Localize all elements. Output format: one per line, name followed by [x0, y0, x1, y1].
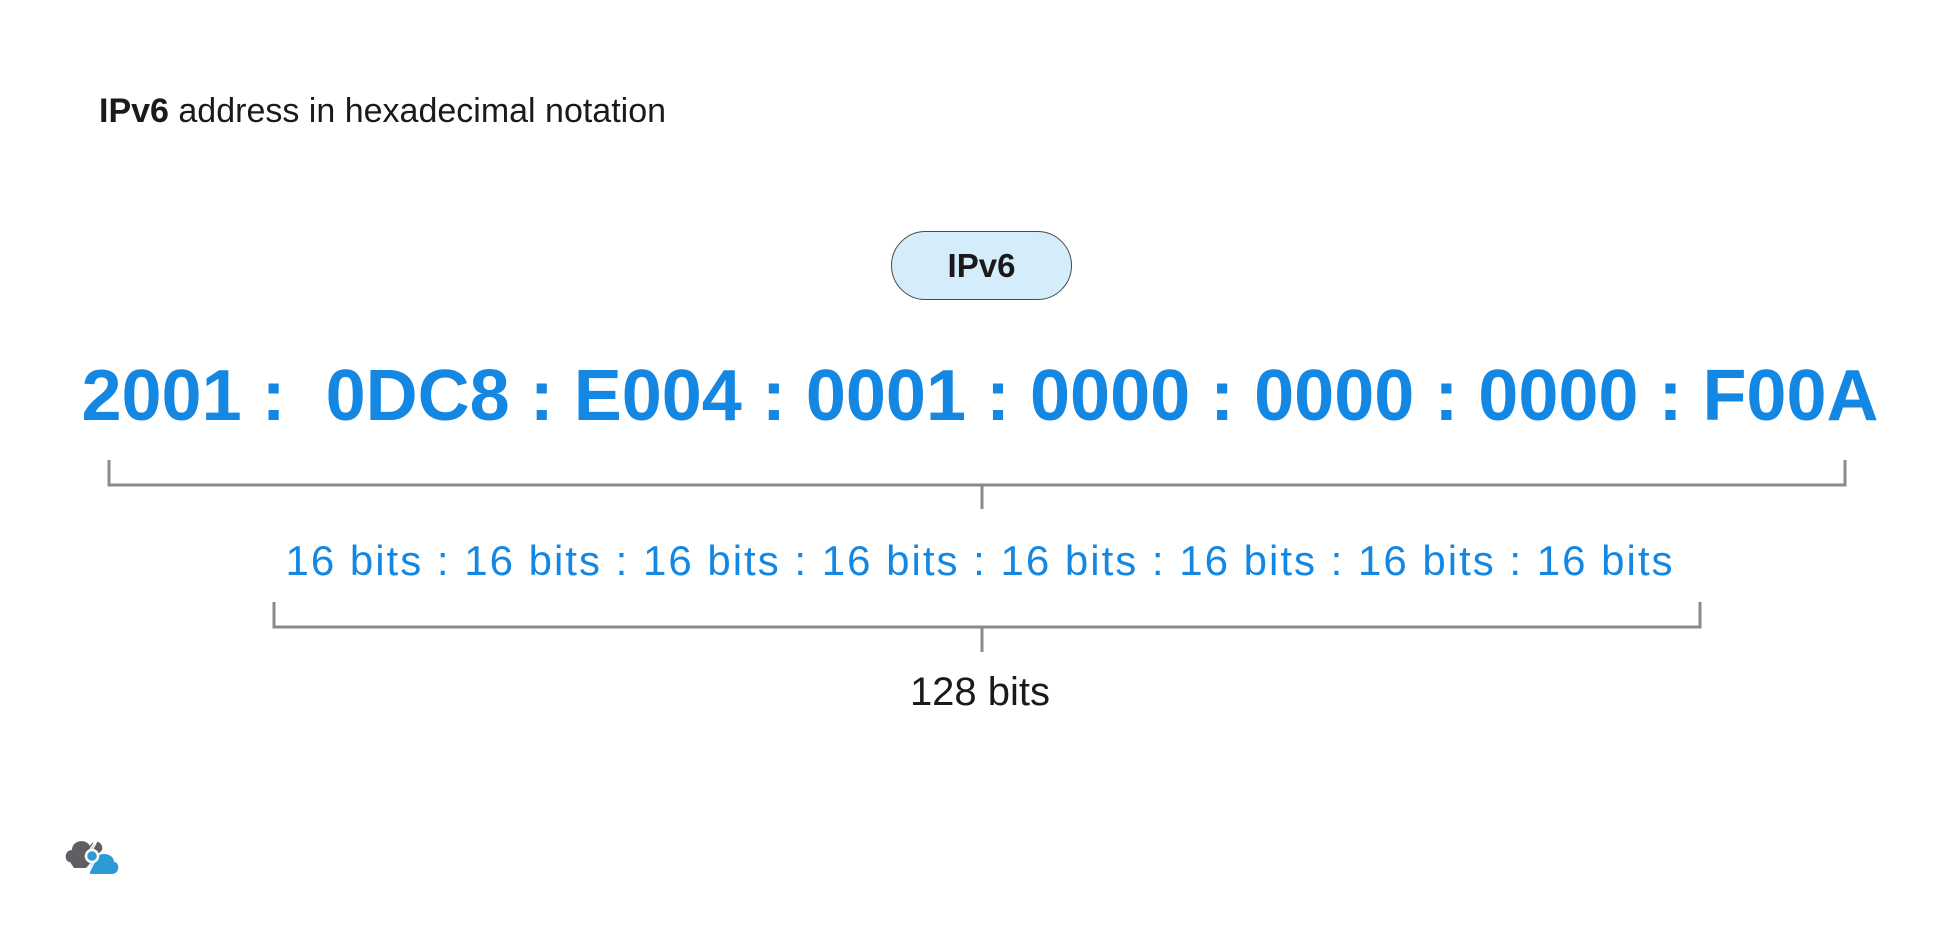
- bit-segments: 16 bits : 16 bits : 16 bits : 16 bits : …: [285, 537, 1675, 584]
- cloud-lightning-logo-icon: [62, 822, 124, 889]
- title-rest: address in hexadecimal notation: [168, 92, 667, 130]
- total-bits-label: 128 bits: [909, 670, 1051, 714]
- ipv6-badge: IPv6: [891, 231, 1072, 300]
- title-bold-part: IPv6: [99, 92, 169, 130]
- upper-bracket: [107, 460, 1847, 509]
- lower-bracket: [272, 602, 1702, 652]
- ipv6-address: 2001 : 0DC8 : E004 : 0001 : 0000 : 0000 …: [81, 356, 1879, 436]
- ipv6-badge-label: IPv6: [947, 246, 1016, 284]
- diagram-title: IPv6 address in hexadecimal notation: [99, 94, 666, 128]
